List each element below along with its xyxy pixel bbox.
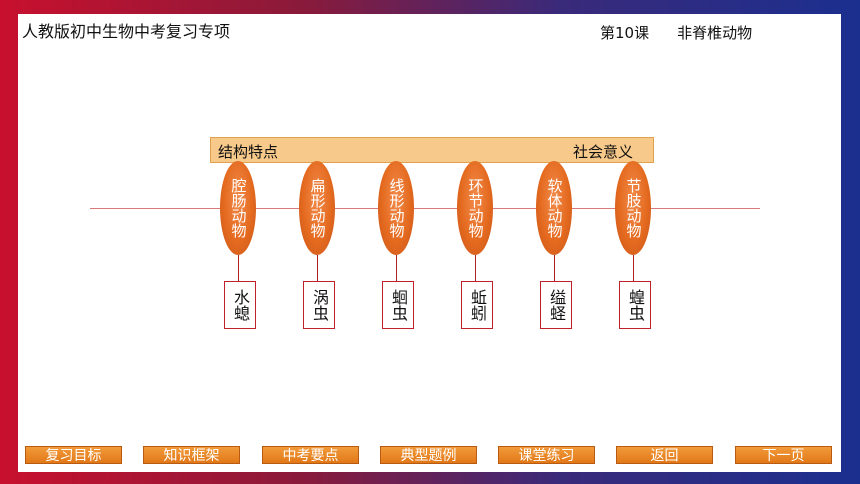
- nav-typical-examples-button[interactable]: 典型题例: [380, 446, 477, 464]
- example-earthworm[interactable]: 蚯蚓: [461, 281, 493, 329]
- lesson-topic: 非脊椎动物: [677, 24, 753, 42]
- nav-exam-points-button[interactable]: 中考要点: [262, 446, 359, 464]
- phylum-nematoda[interactable]: 线形动物: [378, 161, 414, 255]
- example-locust[interactable]: 蝗虫: [619, 281, 651, 329]
- slide-canvas: [18, 14, 841, 472]
- connector-line: [554, 255, 555, 281]
- connector-line: [317, 255, 318, 281]
- phylum-mollusca[interactable]: 软体动物: [536, 161, 572, 255]
- nav-next-page-button[interactable]: 下一页: [735, 446, 832, 464]
- lesson-number: 第10课: [600, 24, 650, 42]
- phylum-arthropoda[interactable]: 节肢动物: [615, 161, 651, 255]
- lesson-heading: 第10课 非脊椎动物: [600, 22, 752, 43]
- social-significance-label: 社会意义: [572, 143, 633, 161]
- example-roundworm[interactable]: 蛔虫: [382, 281, 414, 329]
- phylum-coelenterata[interactable]: 腔肠动物: [220, 161, 256, 255]
- nav-class-practice-button[interactable]: 课堂练习: [498, 446, 595, 464]
- example-planarian[interactable]: 涡虫: [303, 281, 335, 329]
- course-title: 人教版初中生物中考复习专项: [22, 22, 231, 41]
- example-hydra[interactable]: 水螅: [224, 281, 256, 329]
- phylum-annelida[interactable]: 环节动物: [457, 161, 493, 255]
- example-razor-clam[interactable]: 缢蛏: [540, 281, 572, 329]
- structure-features-label: 结构特点: [218, 143, 279, 161]
- timeline-axis: [90, 208, 760, 209]
- nav-review-goals-button[interactable]: 复习目标: [25, 446, 122, 464]
- attribute-band: 结构特点 社会意义: [210, 137, 654, 163]
- bottom-nav-bar: 复习目标 知识框架 中考要点 典型题例 课堂练习 返回 下一页: [0, 446, 860, 466]
- connector-line: [475, 255, 476, 281]
- connector-line: [396, 255, 397, 281]
- connector-line: [633, 255, 634, 281]
- connector-line: [238, 255, 239, 281]
- nav-knowledge-framework-button[interactable]: 知识框架: [143, 446, 240, 464]
- phylum-platyhelminthes[interactable]: 扁形动物: [299, 161, 335, 255]
- nav-back-button[interactable]: 返回: [616, 446, 713, 464]
